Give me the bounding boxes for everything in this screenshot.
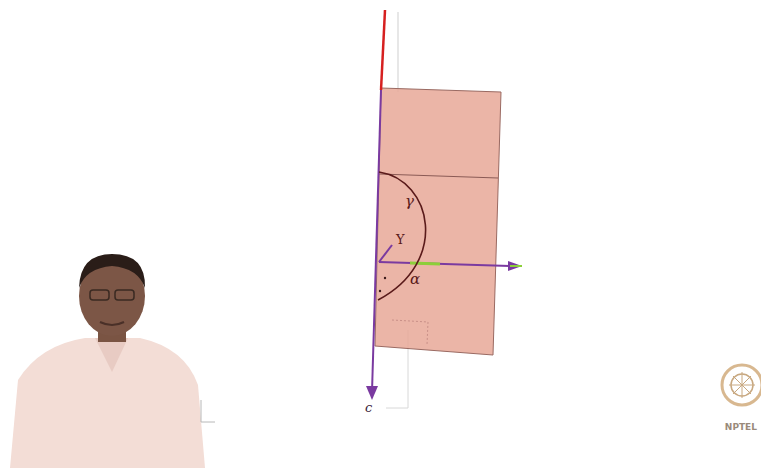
lecturer xyxy=(10,254,205,468)
nptel-logo xyxy=(722,365,761,405)
green-segment xyxy=(410,263,440,264)
mouth xyxy=(100,322,124,325)
watermark: NPTEL xyxy=(725,423,757,432)
axis-label: Y xyxy=(396,233,405,246)
angle-arc xyxy=(378,172,426,300)
glasses xyxy=(90,290,109,300)
red-axis xyxy=(381,10,385,90)
lattice-plane xyxy=(375,88,501,355)
axis-mark xyxy=(201,400,215,422)
hair xyxy=(79,254,145,288)
glasses xyxy=(115,290,134,300)
b-axis xyxy=(379,262,512,266)
arrowhead xyxy=(508,261,522,271)
a-axis xyxy=(379,245,392,262)
dotted-line xyxy=(392,320,428,345)
angle-label: γ xyxy=(405,194,414,209)
guide-line xyxy=(398,12,399,92)
c-axis xyxy=(372,90,381,392)
dot xyxy=(379,290,381,292)
axis-label: c xyxy=(365,401,372,414)
collar xyxy=(95,338,128,372)
green-segment xyxy=(510,265,522,267)
dot xyxy=(384,277,386,279)
angle-label: α xyxy=(410,272,420,287)
arrowhead xyxy=(366,386,378,400)
shirt xyxy=(10,338,205,468)
